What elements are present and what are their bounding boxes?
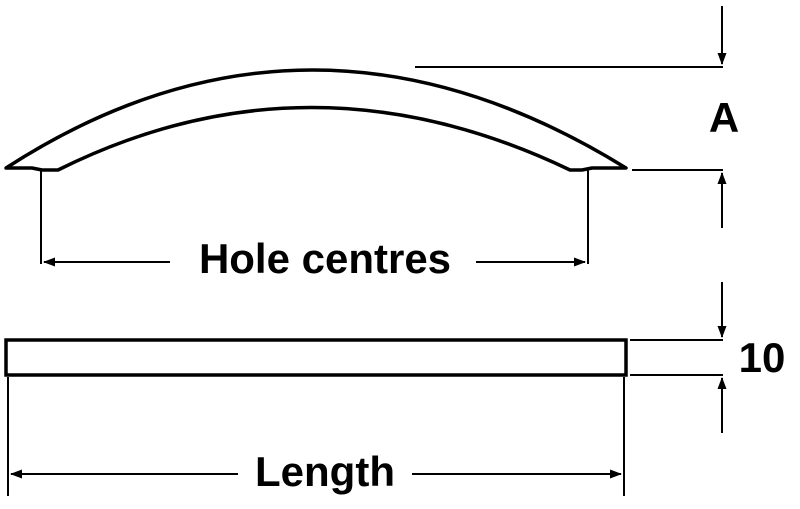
height-label: A [709,94,739,141]
length-label: Length [255,448,395,495]
hole-centres-label: Hole centres [199,235,451,282]
thickness-label: 10 [739,334,786,381]
handle-bar-outline [4,338,628,377]
handle-bow-outline [4,68,628,172]
